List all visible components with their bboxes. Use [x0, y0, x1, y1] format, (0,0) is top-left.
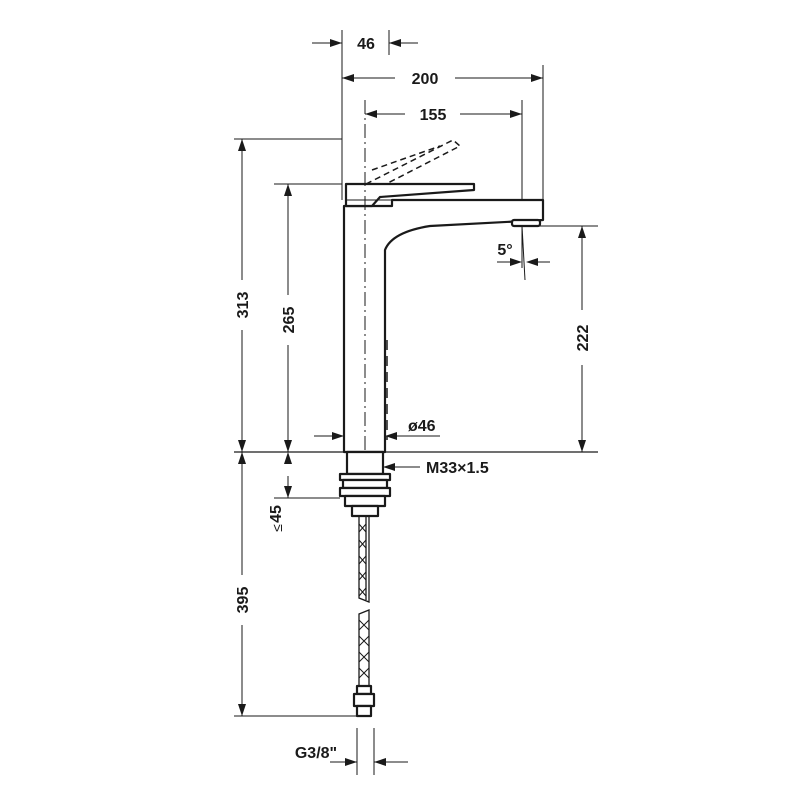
dimension-label-diameter-46: ø46	[408, 418, 436, 435]
dimension-diameter-46: ø46	[314, 418, 440, 440]
dimension-155: 155	[365, 100, 523, 200]
dimension-angle-5: 5°	[497, 242, 550, 266]
dimension-label-222: 222	[575, 325, 592, 352]
mounting-hardware	[338, 450, 392, 518]
dimension-g3-8: G3/8"	[295, 728, 408, 775]
hose-upper	[358, 516, 370, 603]
hose-connector	[352, 684, 376, 718]
dimension-label-313: 313	[235, 292, 252, 319]
dimension-395: 395	[234, 452, 357, 717]
dimension-label-155: 155	[420, 107, 447, 124]
dimension-222: 222	[540, 225, 598, 452]
dimension-265: 265	[274, 183, 342, 452]
faucet-body	[342, 182, 545, 454]
thread-callout: M33×1.5	[383, 460, 489, 477]
lever-open-position	[365, 139, 462, 185]
hose-connection-label: G3/8"	[295, 745, 337, 762]
dimension-313: 313	[234, 138, 342, 452]
dimension-label-5-degrees: 5°	[497, 242, 512, 259]
dimension-label-395: 395	[235, 587, 252, 614]
dimension-label-265: 265	[281, 307, 298, 334]
dimension-qualifier-max: ≤	[269, 524, 285, 532]
hose-lower	[358, 609, 370, 687]
dimension-46-top: 46	[312, 30, 418, 200]
thread-label: M33×1.5	[426, 460, 489, 477]
dimension-label-200: 200	[412, 71, 439, 88]
dimension-label-46: 46	[357, 36, 375, 53]
dimension-200: 200	[342, 65, 544, 200]
dimension-label-45: 45	[268, 505, 285, 523]
dimension-45: 45 ≤	[268, 452, 340, 532]
